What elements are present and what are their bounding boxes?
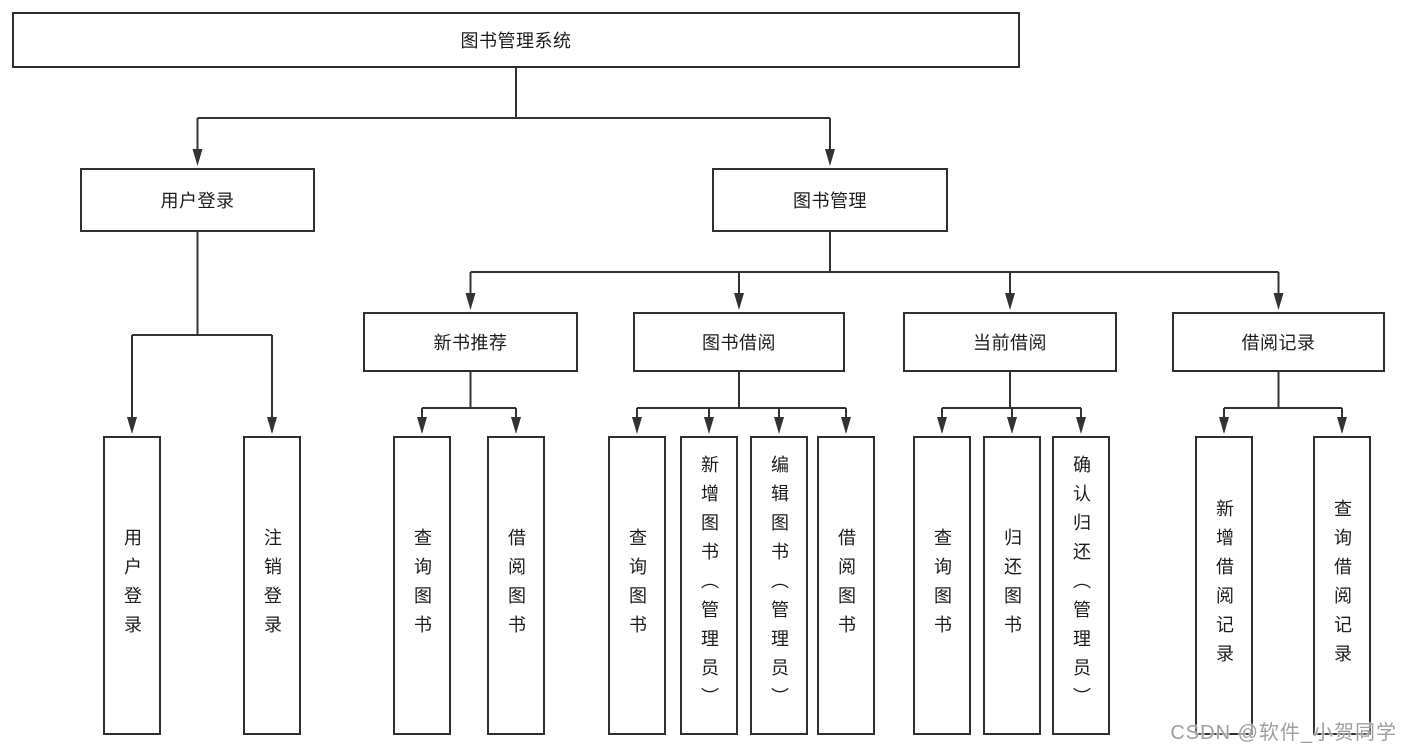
leaf-borrow-books-borrowing-label: 借阅图书	[836, 527, 856, 644]
node-book-management: 图书管理	[712, 168, 948, 232]
node-current-borrowing: 当前借阅	[903, 312, 1117, 372]
node-user-login-label: 用户登录	[160, 191, 235, 211]
leaf-return-book: 归还图书	[983, 436, 1041, 735]
leaf-confirm-return-admin: 确认归还（管理员）	[1052, 436, 1110, 735]
node-borrow-records-label: 借阅记录	[1241, 333, 1316, 353]
node-book-borrowing: 图书借阅	[633, 312, 845, 372]
leaf-logout: 注销登录	[243, 436, 301, 735]
leaf-add-book-admin: 新增图书（管理员）	[680, 436, 738, 735]
leaf-query-books-borrowing-label: 查询图书	[627, 527, 647, 644]
leaf-edit-book-admin-label: 编辑图书（管理员）	[769, 455, 789, 716]
node-book-borrowing-label: 图书借阅	[702, 333, 776, 353]
leaf-borrow-books-recommend-label: 借阅图书	[506, 527, 526, 644]
leaf-edit-book-admin: 编辑图书（管理员）	[750, 436, 808, 735]
leaf-query-books-current-label: 查询图书	[932, 527, 952, 644]
leaf-query-books-recommend-label: 查询图书	[412, 527, 432, 644]
leaf-borrow-books-borrowing: 借阅图书	[817, 436, 875, 735]
node-new-book-recommend: 新书推荐	[363, 312, 578, 372]
leaf-return-book-label: 归还图书	[1002, 527, 1022, 644]
leaf-user-login-label: 用户登录	[122, 527, 142, 644]
leaf-logout-label: 注销登录	[262, 527, 282, 644]
leaf-add-borrow-record: 新增借阅记录	[1195, 436, 1253, 735]
node-borrow-records: 借阅记录	[1172, 312, 1385, 372]
arrowhead-icons	[127, 149, 1347, 434]
leaf-query-books-current: 查询图书	[913, 436, 971, 735]
leaf-confirm-return-admin-label: 确认归还（管理员）	[1071, 455, 1091, 716]
leaf-user-login: 用户登录	[103, 436, 161, 735]
leaf-query-borrow-record-label: 查询借阅记录	[1332, 498, 1352, 673]
node-user-login: 用户登录	[80, 168, 315, 232]
leaf-query-books-borrowing: 查询图书	[608, 436, 666, 735]
leaf-borrow-books-recommend: 借阅图书	[487, 436, 545, 735]
leaf-add-book-admin-label: 新增图书（管理员）	[699, 455, 719, 716]
node-root: 图书管理系统	[12, 12, 1020, 68]
leaf-query-books-recommend: 查询图书	[393, 436, 451, 735]
leaf-query-borrow-record: 查询借阅记录	[1313, 436, 1371, 735]
node-root-label: 图书管理系统	[460, 31, 572, 51]
leaf-add-borrow-record-label: 新增借阅记录	[1214, 498, 1234, 673]
node-new-book-recommend-label: 新书推荐	[433, 333, 508, 353]
csdn-watermark: CSDN @软件_小贺同学	[1170, 722, 1397, 744]
node-book-management-label: 图书管理	[793, 191, 867, 211]
node-current-borrowing-label: 当前借阅	[973, 333, 1047, 353]
